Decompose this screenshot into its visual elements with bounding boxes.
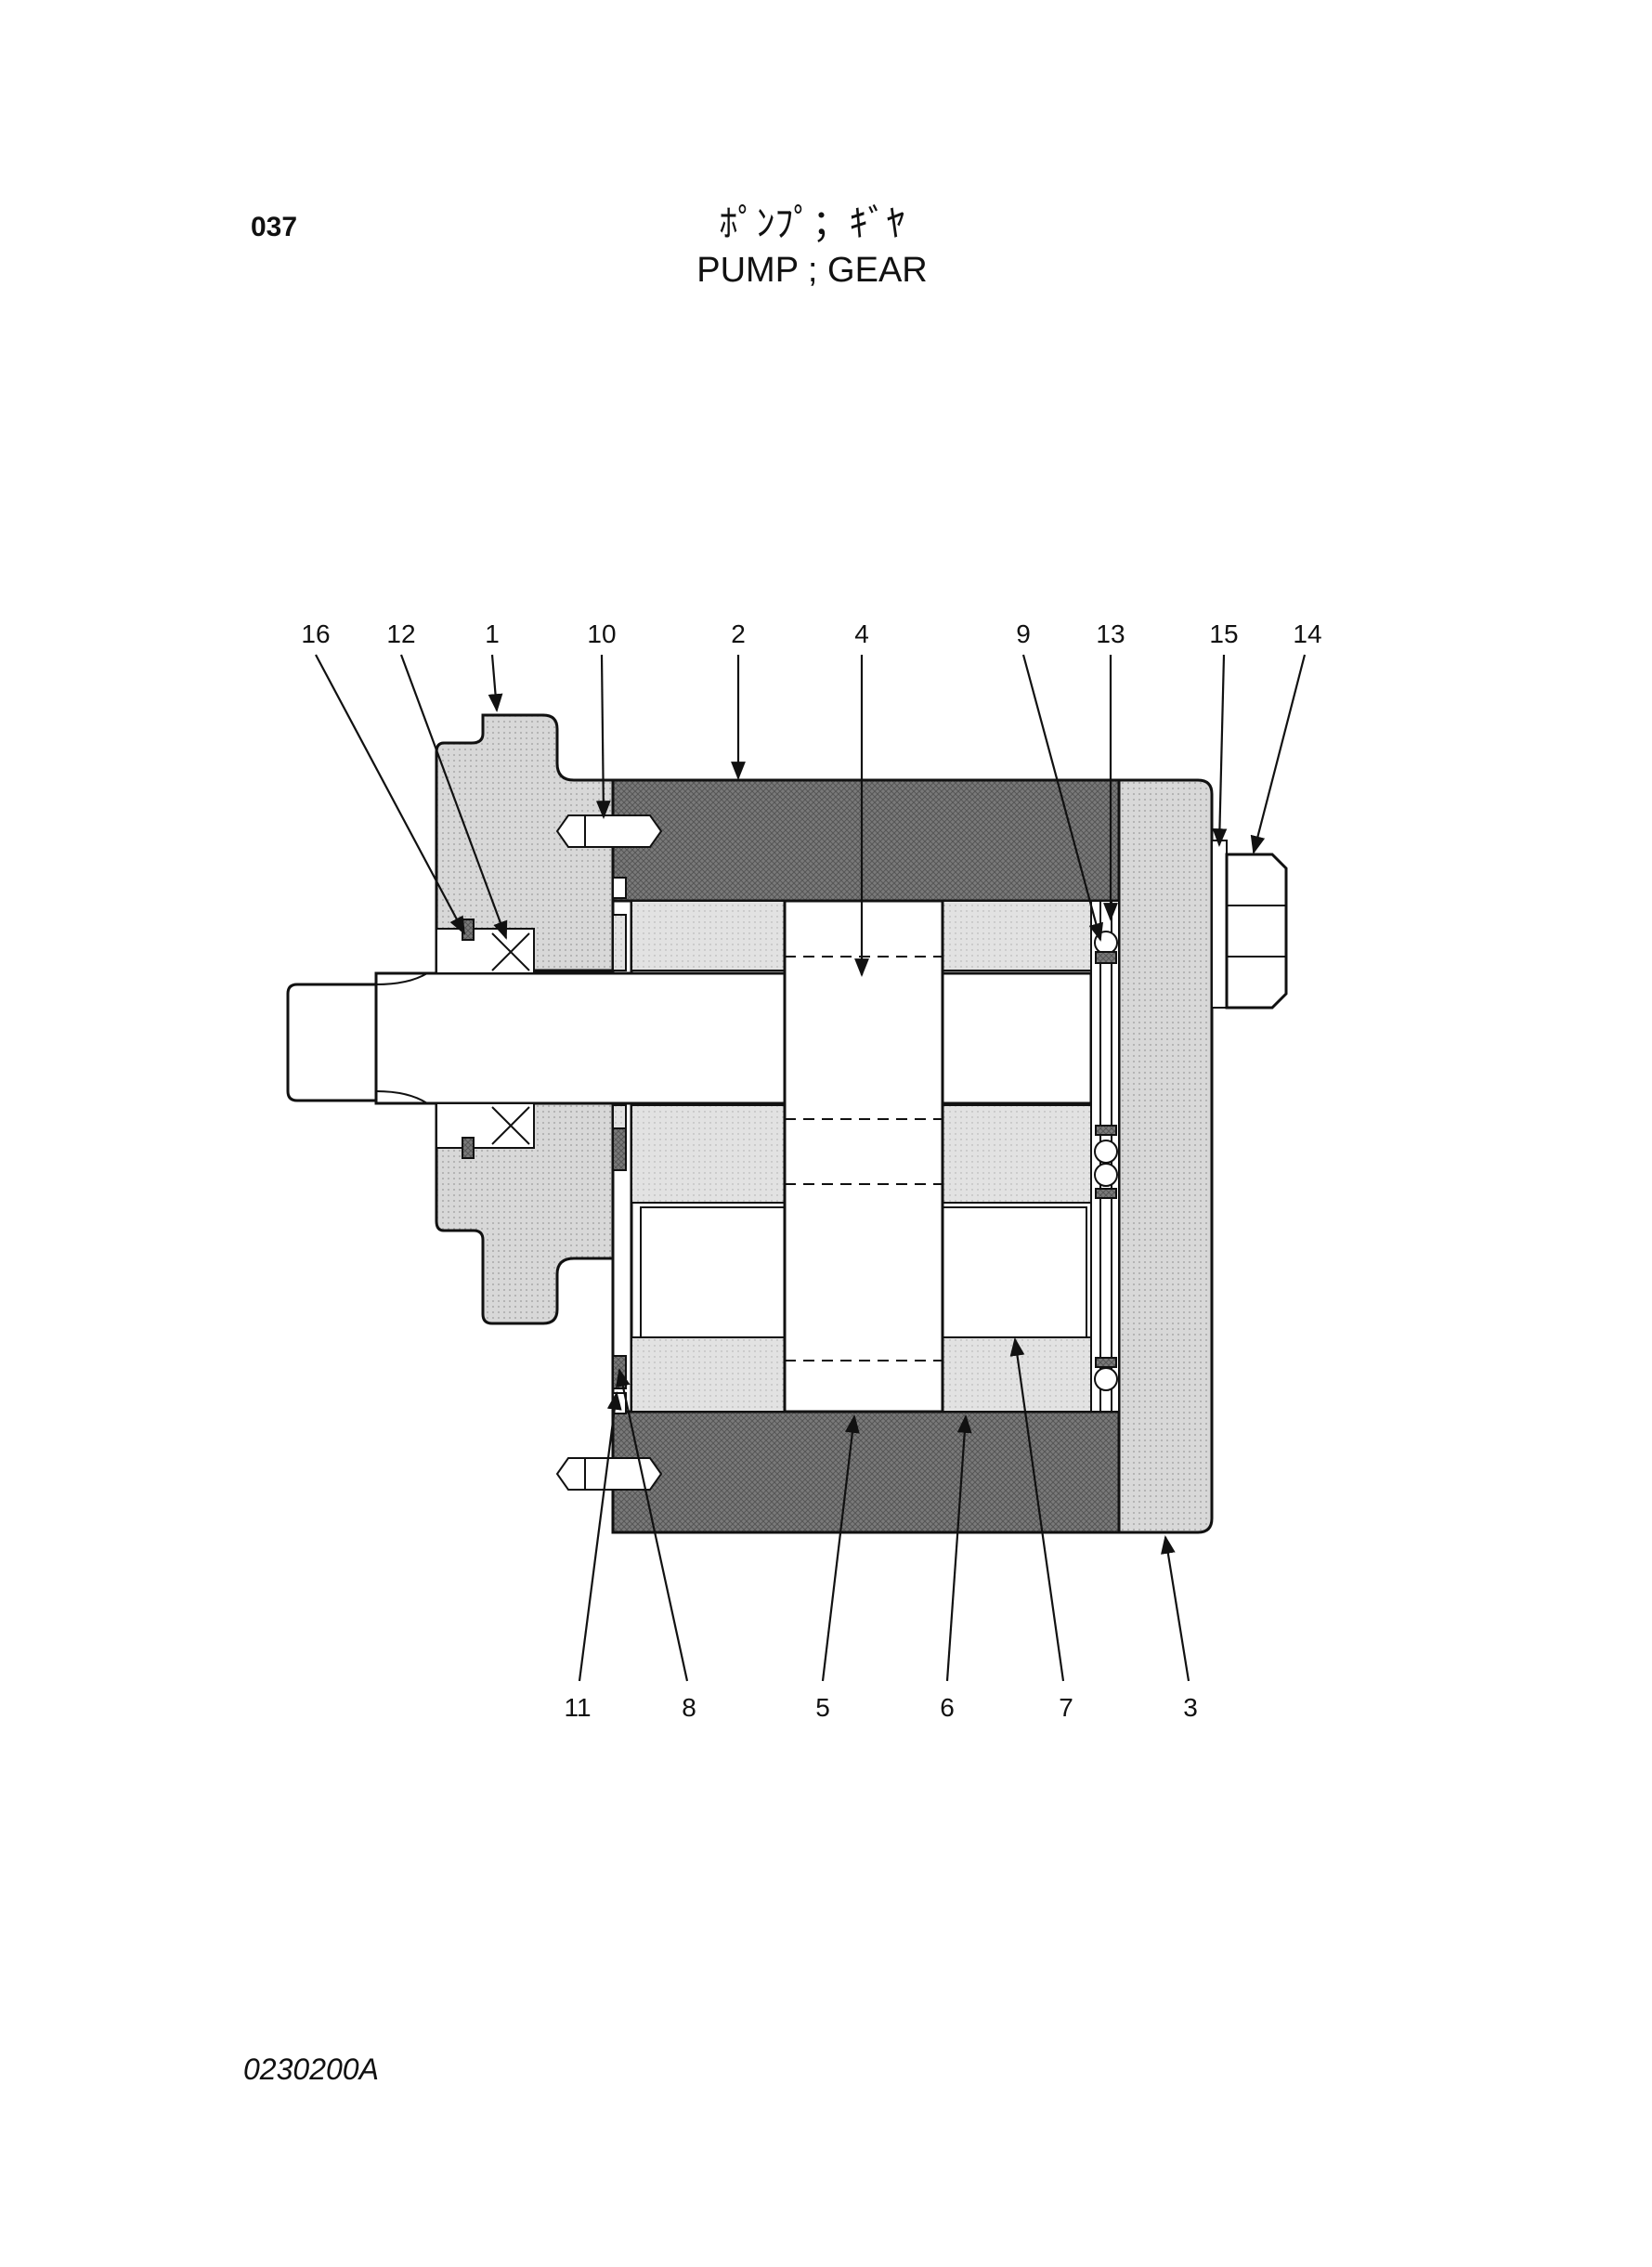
dowel-pins	[555, 814, 663, 1491]
page-number: 037	[251, 212, 298, 242]
gears	[783, 899, 944, 1414]
drawing-code: 0230200A	[243, 2052, 379, 2086]
leader-lines	[315, 654, 1307, 1682]
callouts-bottom: 11 8 5 6 7 3	[564, 1693, 1197, 1722]
callout-1: 1	[485, 619, 500, 648]
drive-shaft	[286, 971, 1093, 1105]
callout-9: 9	[1016, 619, 1031, 648]
callout-7: 7	[1059, 1693, 1073, 1722]
callout-12: 12	[386, 619, 415, 648]
callout-8: 8	[682, 1693, 696, 1722]
callouts-top: 16 12 1 10 2 4 9 13 15 14	[301, 619, 1321, 648]
callout-4: 4	[854, 619, 869, 648]
rear-cover	[1117, 778, 1214, 1534]
callout-10: 10	[587, 619, 616, 648]
page-title-english: PUMP ; GEAR	[696, 251, 928, 290]
callout-5: 5	[815, 1693, 830, 1722]
callout-14: 14	[1293, 619, 1321, 648]
callout-6: 6	[940, 1693, 955, 1722]
oil-seal	[436, 919, 535, 1159]
side-plates	[631, 900, 1092, 1413]
callout-13: 13	[1096, 619, 1125, 648]
callout-15: 15	[1209, 619, 1238, 648]
callout-16: 16	[301, 619, 330, 648]
callout-11: 11	[564, 1693, 591, 1722]
bolt-assembly	[1211, 840, 1288, 1010]
callout-2: 2	[731, 619, 746, 648]
callout-3: 3	[1183, 1693, 1198, 1722]
title-block: ﾎﾟﾝﾌﾟ；ｷﾞﾔ PUMP ; GEAR	[0, 193, 1652, 291]
rear-seal-plate	[1090, 900, 1120, 1413]
page-title-japanese: ﾎﾟﾝﾌﾟ；ｷﾞﾔ	[719, 202, 905, 245]
